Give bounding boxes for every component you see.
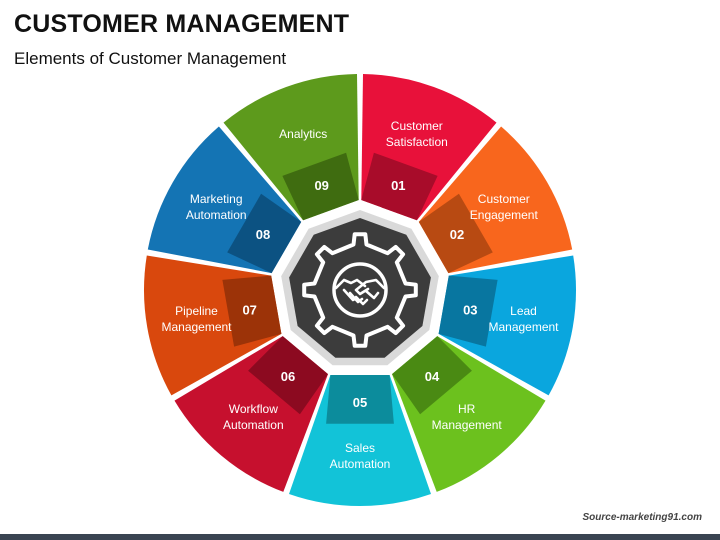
page-title: CUSTOMER MANAGEMENT	[14, 10, 350, 38]
segment-05-number: 05	[353, 395, 367, 410]
segment-01-number: 01	[391, 178, 405, 193]
segment-02-band	[418, 193, 493, 274]
segment-04-number: 04	[425, 369, 440, 384]
bottom-accent-bar	[0, 534, 720, 540]
segment-01-band	[361, 152, 438, 221]
segment-03-number: 03	[463, 302, 477, 317]
segment-09: 09 Analytics	[223, 74, 359, 221]
source-credit: Source-marketing91.com	[582, 512, 703, 523]
segment-07-band	[222, 275, 282, 347]
segment-09-band	[282, 152, 359, 221]
segment-09-label: Analytics	[279, 127, 327, 141]
gear-handshake-icon	[302, 232, 418, 348]
segment-05-band	[326, 375, 394, 424]
segment-08-band	[227, 193, 302, 274]
segment-06-number: 06	[281, 369, 295, 384]
segment-06-band	[248, 336, 328, 415]
wheel-center	[281, 210, 439, 366]
segment-07-number: 07	[242, 302, 256, 317]
page-subtitle: Elements of Customer Management	[14, 49, 287, 68]
segment-09-number: 09	[314, 178, 328, 193]
segment-02-number: 02	[450, 227, 464, 242]
segment-05-shape	[289, 375, 431, 507]
segment-08-number: 08	[256, 227, 270, 242]
segment-03-band	[438, 275, 498, 347]
segment-04-band	[392, 336, 472, 415]
